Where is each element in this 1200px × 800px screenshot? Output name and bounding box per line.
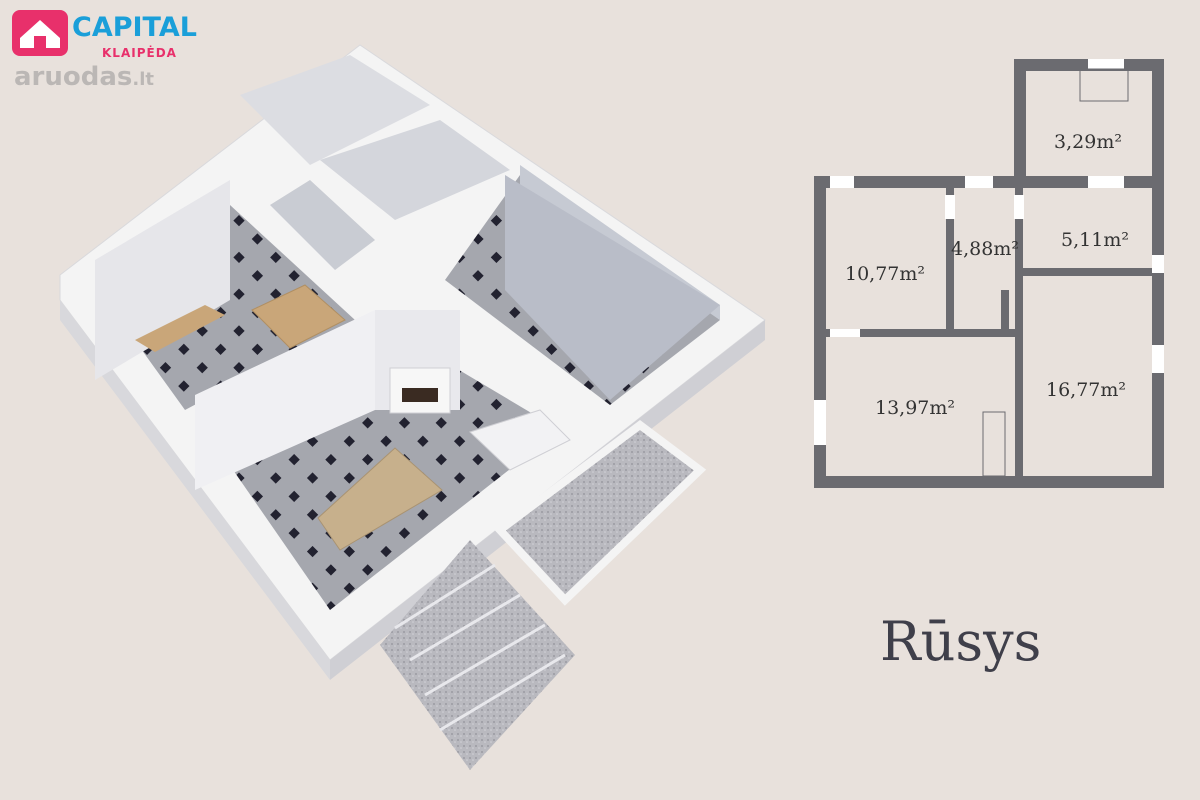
cabinet	[251, 284, 346, 349]
wall-annex	[1014, 59, 1164, 186]
window-4	[1088, 176, 1124, 188]
window-9	[1014, 195, 1024, 219]
stair-edge-1	[394, 563, 496, 630]
stair-edge-2	[409, 593, 521, 662]
window-3	[965, 176, 993, 188]
room-area-label: 5,11m²	[1061, 229, 1129, 251]
watermark-tld: .lt	[132, 69, 154, 90]
stair-edge-4	[439, 653, 566, 732]
window-2	[830, 176, 854, 188]
house-icon	[12, 10, 68, 56]
inner-stairs	[469, 409, 571, 471]
dining-table	[317, 447, 443, 551]
wall-mid-room	[320, 120, 510, 220]
wall-west-back	[95, 180, 230, 380]
table-west	[135, 305, 225, 352]
window-1	[1088, 59, 1124, 69]
stair-edge-3	[424, 623, 546, 697]
brand-logo: CAPITAL KLAIPĖDA	[10, 8, 210, 98]
outer-stairs	[380, 540, 575, 770]
wall-north-room	[240, 55, 430, 165]
room-area-label: 13,97m²	[875, 397, 955, 419]
fireplace-fire	[402, 388, 438, 402]
wall-living-left	[195, 310, 375, 490]
floor-title: Rūsys	[880, 610, 1042, 673]
brand-city: KLAIPĖDA	[102, 46, 177, 60]
window-10	[830, 329, 860, 337]
window-5	[1152, 255, 1164, 273]
room-area-label: 16,77m²	[1046, 379, 1126, 401]
wall-bath	[270, 180, 375, 270]
room-area-label: 10,77m²	[845, 263, 925, 285]
window-7	[814, 400, 826, 445]
stair-mark	[982, 411, 1006, 477]
watermark-name: aruodas	[14, 62, 133, 92]
watermark: aruodas.lt	[14, 62, 154, 92]
room-area-label: 4,88m²	[951, 238, 1019, 260]
window-8	[945, 195, 955, 219]
window-6	[1152, 345, 1164, 373]
terrace	[494, 420, 707, 606]
brand-name: CAPITAL	[72, 12, 197, 43]
wall-big-side	[505, 175, 720, 400]
room-area-label: 3,29m²	[1054, 131, 1122, 153]
annex-fixture	[1079, 68, 1129, 102]
